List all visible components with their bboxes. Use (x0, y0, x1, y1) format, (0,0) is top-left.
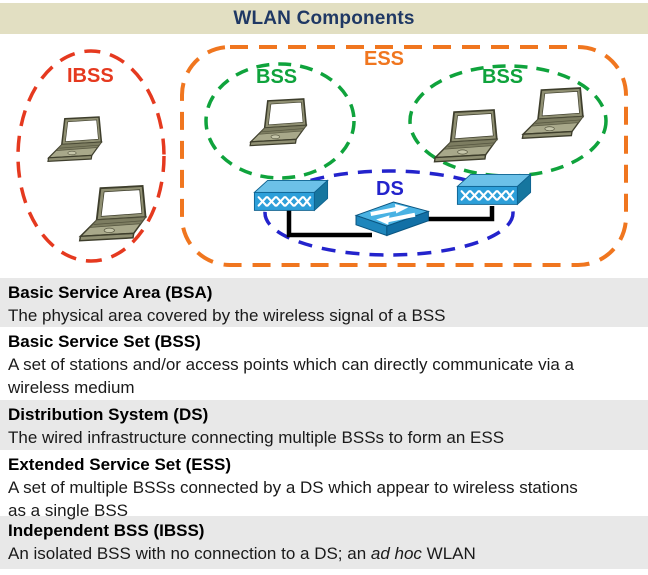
ds-ellipse (263, 169, 515, 257)
definition-description: An isolated BSS with no connection to a … (8, 542, 583, 565)
ess-boundary (180, 45, 628, 267)
ess-label: ESS (364, 48, 405, 70)
ds-label: DS (376, 178, 404, 200)
definition-description: The wired infrastructure connecting mult… (8, 428, 505, 447)
definition-ds: Distribution System (DS) The wired infra… (0, 400, 648, 450)
bss-left-label: BSS (256, 66, 298, 88)
definition-ess: Extended Service Set (ESS) A set of mult… (0, 450, 648, 520)
definition-heading: Basic Service Area (BSA) (8, 283, 213, 302)
wlan-diagram-canvas (16, 45, 628, 267)
laptop-icon (433, 109, 498, 163)
laptop-icon (249, 98, 308, 147)
cable-line-right (428, 206, 495, 222)
description-text: An isolated BSS with no connection to a … (8, 544, 371, 563)
ibss-label: IBSS (67, 65, 114, 87)
bss-left-ellipse (204, 62, 356, 180)
wlan-diagram: IBSS ESS BSS BSS DS (0, 35, 648, 278)
definition-list: Basic Service Area (BSA) The physical ar… (0, 278, 648, 569)
definition-bsa: Basic Service Area (BSA) The physical ar… (0, 278, 648, 327)
definition-description: The physical area covered by the wireles… (8, 306, 446, 325)
page-title: WLAN Components (0, 3, 648, 34)
definition-heading: Distribution System (DS) (8, 405, 209, 424)
laptop-icon (47, 116, 103, 163)
description-text: WLAN (421, 544, 476, 563)
ibss-ellipse (16, 49, 166, 263)
switch-icon (356, 202, 428, 236)
cable-line-left (286, 208, 372, 238)
definition-description: A set of multiple BSSs connected by a DS… (8, 478, 578, 520)
definition-ibss: Independent BSS (IBSS) An isolated BSS w… (0, 516, 648, 569)
definition-heading: Basic Service Set (BSS) (8, 332, 201, 351)
definition-heading: Independent BSS (IBSS) (8, 521, 205, 540)
access-point-icon (253, 179, 329, 212)
definition-heading: Extended Service Set (ESS) (8, 455, 231, 474)
bss-right-label: BSS (482, 66, 524, 88)
laptop-icon (521, 87, 584, 140)
description-italic-text: ad hoc (370, 544, 422, 563)
laptop-icon (78, 185, 147, 242)
definition-description: A set of stations and/or access points w… (8, 355, 574, 397)
access-point-icon (456, 173, 532, 206)
definition-bss: Basic Service Set (BSS) A set of station… (0, 327, 648, 400)
